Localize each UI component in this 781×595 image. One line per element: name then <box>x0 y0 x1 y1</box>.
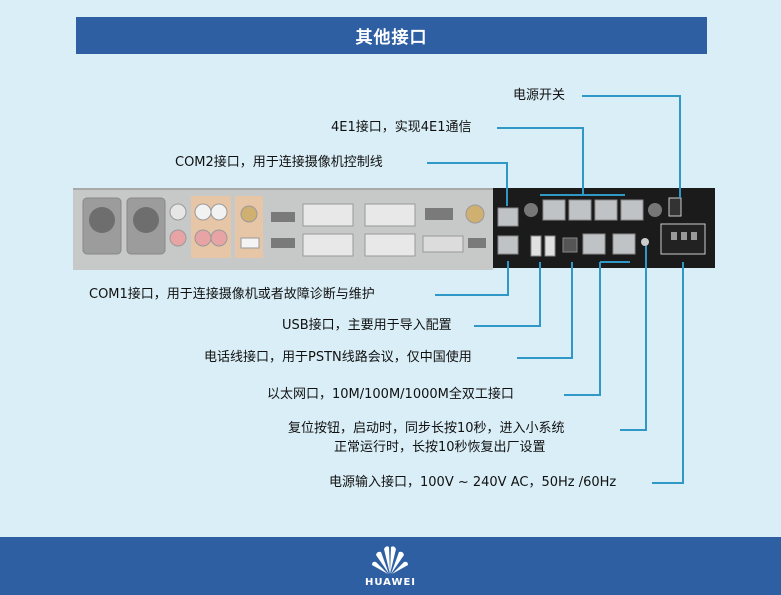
label-com2: COM2接口，用于连接摄像机控制线 <box>175 155 383 170</box>
e1-port-icon <box>620 199 644 221</box>
usb-port-icon <box>544 235 556 257</box>
faded-ports-illustration <box>82 196 486 258</box>
e1-port-icon <box>542 199 566 221</box>
footer-logo-text: HUAWEI <box>364 577 417 588</box>
label-com1: COM1接口，用于连接摄像机或者故障诊断与维护 <box>89 287 375 302</box>
usb-port-icon <box>530 235 542 257</box>
active-panel-section <box>493 188 715 268</box>
label-phone: 电话线接口，用于PSTN线路会议，仅中国使用 <box>204 350 472 365</box>
page-title: 其他接口 <box>76 17 707 54</box>
label-reset-line1: 复位按钮，启动时，同步长按10秒，进入小系统 <box>288 421 565 436</box>
active-ports-illustration <box>497 197 706 257</box>
huawei-logo-icon <box>372 546 408 574</box>
e1-port-icon <box>568 199 592 221</box>
faded-panel-section <box>73 188 493 270</box>
label-reset-line2: 正常运行时，长按10秒恢复出厂设置 <box>334 440 546 455</box>
ethernet-port-icon <box>612 233 636 255</box>
label-ethernet: 以太网口，10M/100M/1000M全双工接口 <box>267 387 514 402</box>
label-usb: USB接口，主要用于导入配置 <box>282 318 452 333</box>
com2-port-icon <box>497 207 519 227</box>
label-e1: 4E1接口，实现4E1通信 <box>331 120 472 135</box>
label-power-switch: 电源开关 <box>513 88 566 103</box>
power-switch-icon <box>668 197 682 217</box>
ethernet-port-icon <box>582 233 606 255</box>
com1-port-icon <box>497 235 519 255</box>
phone-port-icon <box>562 237 578 253</box>
reset-button-icon <box>641 238 649 246</box>
e1-port-icon <box>594 199 618 221</box>
label-power-input: 电源输入接口，100V ~ 240V AC，50Hz /60Hz <box>329 475 617 490</box>
